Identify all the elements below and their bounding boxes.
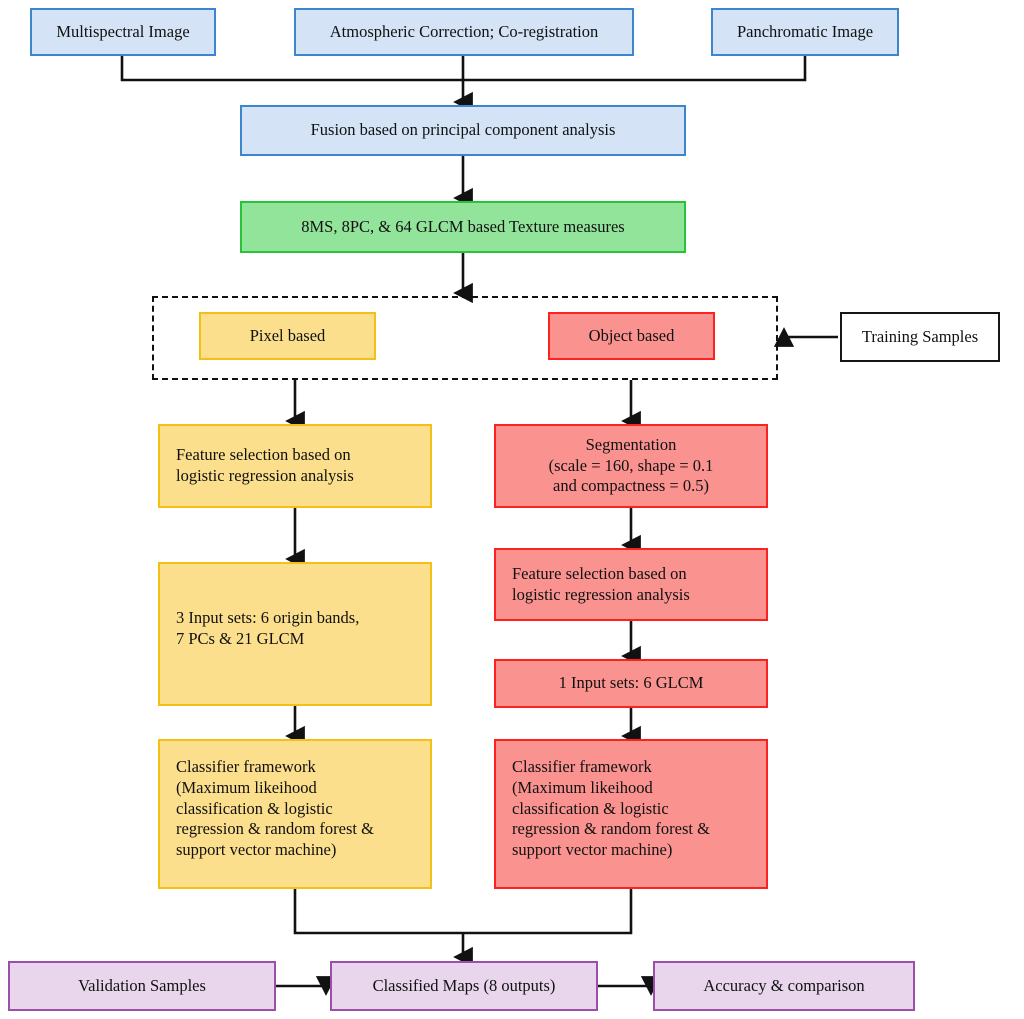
node-validation-samples[interactable]: Validation Samples <box>8 961 276 1011</box>
node-atmospheric-correction[interactable]: Atmospheric Correction; Co-registration <box>294 8 634 56</box>
node-panchromatic-image[interactable]: Panchromatic Image <box>711 8 899 56</box>
node-accuracy-comparison[interactable]: Accuracy & comparison <box>653 961 915 1011</box>
node-object-feature-selection[interactable]: Feature selection based on logistic regr… <box>494 548 768 621</box>
node-pixel-input-sets[interactable]: 3 Input sets: 6 origin bands, 7 PCs & 21… <box>158 562 432 706</box>
node-texture-measures[interactable]: 8MS, 8PC, & 64 GLCM based Texture measur… <box>240 201 686 253</box>
node-pixel-based[interactable]: Pixel based <box>199 312 376 360</box>
node-segmentation[interactable]: Segmentation (scale = 160, shape = 0.1 a… <box>494 424 768 508</box>
node-fusion-pca[interactable]: Fusion based on principal component anal… <box>240 105 686 156</box>
node-classified-maps[interactable]: Classified Maps (8 outputs) <box>330 961 598 1011</box>
node-pixel-classifier[interactable]: Classifier framework (Maximum likeihood … <box>158 739 432 889</box>
node-multispectral-image[interactable]: Multispectral Image <box>30 8 216 56</box>
node-object-classifier[interactable]: Classifier framework (Maximum likeihood … <box>494 739 768 889</box>
node-pixel-feature-selection[interactable]: Feature selection based on logistic regr… <box>158 424 432 508</box>
node-training-samples[interactable]: Training Samples <box>840 312 1000 362</box>
node-object-input-sets[interactable]: 1 Input sets: 6 GLCM <box>494 659 768 708</box>
node-object-based[interactable]: Object based <box>548 312 715 360</box>
